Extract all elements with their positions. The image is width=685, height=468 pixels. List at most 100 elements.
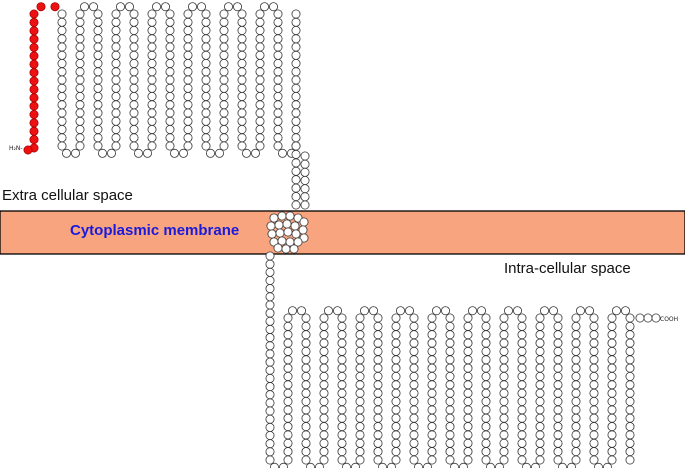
residue (219, 34, 229, 44)
residue (265, 275, 275, 285)
residue (535, 405, 545, 415)
loop-residue (459, 462, 468, 468)
residue (273, 125, 283, 135)
residue (93, 133, 103, 143)
residue (219, 100, 229, 110)
residue (147, 141, 157, 151)
residue (255, 92, 265, 102)
residue (499, 346, 509, 356)
residue (553, 413, 563, 423)
residue (111, 141, 121, 151)
residue (265, 373, 275, 383)
loop-residue (98, 148, 108, 158)
loop-residue (540, 306, 550, 316)
residue (283, 388, 293, 398)
loop-residue (603, 462, 612, 468)
residue (319, 405, 329, 415)
residue (183, 9, 193, 19)
residue (301, 413, 311, 423)
residue (481, 380, 491, 390)
residue (147, 50, 157, 60)
residue (427, 455, 437, 465)
residue (553, 338, 563, 348)
residue (463, 438, 473, 448)
transmembrane-residue (274, 220, 284, 230)
residue (409, 338, 419, 348)
residue (75, 25, 85, 35)
residue (517, 313, 527, 323)
c-terminal-residue (643, 313, 653, 323)
residue (75, 100, 85, 110)
residue (481, 330, 491, 340)
residue (355, 355, 365, 365)
residue (147, 108, 157, 118)
residue (93, 17, 103, 27)
loop-residue (214, 148, 224, 158)
loop-residue (279, 462, 288, 468)
residue (517, 388, 527, 398)
residue (319, 422, 329, 432)
residue (291, 25, 301, 35)
residue (427, 380, 437, 390)
residue (535, 313, 545, 323)
residue (337, 413, 347, 423)
residue (237, 9, 247, 19)
residue (625, 455, 635, 465)
residue (265, 333, 275, 343)
residue (93, 75, 103, 85)
residue (607, 321, 617, 331)
residue (463, 396, 473, 406)
residue (319, 438, 329, 448)
residue (237, 92, 247, 102)
residue (57, 42, 67, 52)
transmembrane-residue (273, 243, 283, 253)
residue (355, 447, 365, 457)
residue (355, 380, 365, 390)
residue (625, 330, 635, 340)
signal-peptide-residue (29, 84, 39, 94)
loop-residue (522, 462, 531, 468)
residue (165, 83, 175, 93)
residue (589, 363, 599, 373)
residue (147, 17, 157, 27)
residue (300, 184, 310, 194)
residue (291, 200, 301, 210)
residue (300, 167, 310, 177)
residue (391, 422, 401, 432)
residue (255, 141, 265, 151)
residue (445, 355, 455, 365)
residue (201, 67, 211, 77)
residue (481, 313, 491, 323)
residue (337, 371, 347, 381)
residue (183, 75, 193, 85)
residue (355, 396, 365, 406)
residue (291, 67, 301, 77)
residue (607, 371, 617, 381)
residue (607, 413, 617, 423)
residue (535, 422, 545, 432)
residue (273, 17, 283, 27)
residue (355, 455, 365, 465)
transmembrane-residue (266, 221, 276, 231)
residue (111, 9, 121, 19)
residue (129, 92, 139, 102)
residue (273, 116, 283, 126)
residue (373, 438, 383, 448)
residue (625, 313, 635, 323)
residue (553, 355, 563, 365)
residue (373, 313, 383, 323)
loop-residue (277, 148, 287, 158)
loop-residue (80, 2, 90, 12)
loop-residue (476, 306, 486, 316)
signal-peptide-residue (23, 145, 33, 155)
residue (607, 313, 617, 323)
residue (391, 388, 401, 398)
residue (625, 405, 635, 415)
loop-residue (232, 2, 242, 12)
residue (535, 438, 545, 448)
residue (301, 396, 311, 406)
residue (607, 447, 617, 457)
residue (111, 75, 121, 85)
residue (445, 363, 455, 373)
